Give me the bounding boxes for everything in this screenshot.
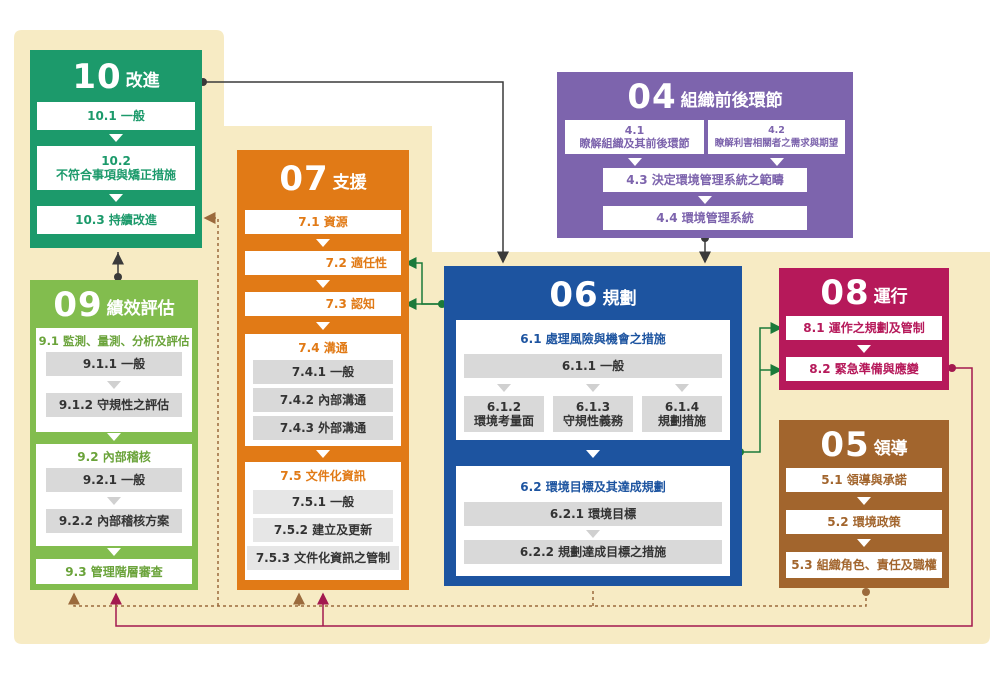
section-05-header: 05 領導 (779, 428, 949, 462)
section-04-number: 04 (627, 77, 677, 117)
item-7-2[interactable]: 7.2 適任性 (245, 251, 401, 275)
item-5-1[interactable]: 5.1 領導與承諾 (786, 468, 942, 492)
arrow-down-icon (857, 497, 871, 505)
section-07-header: 07 支援 (237, 162, 409, 196)
arrow-down-icon (698, 196, 712, 204)
item-7-5-3[interactable]: 7.5.3 文件化資訊之管制 (247, 546, 399, 570)
arrow-down-icon (107, 548, 121, 556)
section-08-title: 運行 (873, 287, 908, 307)
item-8-1[interactable]: 8.1 運作之規劃及管制 (786, 316, 942, 340)
item-7-4-2[interactable]: 7.4.2 內部溝通 (253, 388, 393, 412)
group-7-4: 7.4 溝通 7.4.1 一般 7.4.2 內部溝通 7.4.3 外部溝通 (245, 334, 401, 446)
group-6-2: 6.2 環境目標及其達成規劃 6.2.1 環境目標 6.2.2 規劃達成目標之措… (456, 466, 730, 576)
section-07-support: 07 支援 7.1 資源 7.2 適任性 7.3 認知 7.4 溝通 7.4.1… (237, 150, 409, 590)
item-9-3[interactable]: 9.3 管理階層審查 (36, 559, 192, 584)
item-10-3[interactable]: 10.3 持續改進 (37, 206, 195, 234)
section-10-number: 10 (72, 57, 122, 97)
item-6-1-4[interactable]: 6.1.4 規劃措施 (642, 396, 722, 432)
item-9-2-1[interactable]: 9.2.1 一般 (46, 468, 182, 492)
arrow-down-icon (109, 134, 123, 142)
section-05-leadership: 05 領導 5.1 領導與承諾 5.2 環境政策 5.3 組織角色、責任及職權 (779, 420, 949, 588)
group-9-2: 9.2 內部稽核 9.2.1 一般 9.2.2 內部稽核方案 (36, 444, 192, 546)
group-6-1: 6.1 處理風險與機會之措施 6.1.1 一般 6.1.2 環境考量面 6.1.… (456, 320, 730, 440)
section-10-title: 改進 (125, 71, 160, 91)
section-05-title: 領導 (873, 439, 908, 459)
group-9-1: 9.1 監測、量測、分析及評估 9.1.1 一般 9.1.2 守規性之評估 (36, 328, 192, 432)
section-06-number: 06 (549, 275, 599, 315)
section-10-header: 10 改進 (30, 60, 202, 94)
arrow-down-icon (628, 158, 642, 166)
arrow-down-icon (857, 539, 871, 547)
arrow-down-icon (497, 384, 511, 392)
group-7-4-title: 7.4 溝通 (298, 341, 348, 355)
item-6-1-3[interactable]: 6.1.3 守規性義務 (553, 396, 633, 432)
item-7-4-1[interactable]: 7.4.1 一般 (253, 360, 393, 384)
group-6-1-title: 6.1 處理風險與機會之措施 (520, 332, 666, 346)
item-6-2-1[interactable]: 6.2.1 環境目標 (464, 502, 722, 526)
section-09-title: 績效評估 (106, 299, 175, 319)
item-9-1-1[interactable]: 9.1.1 一般 (46, 352, 182, 376)
section-09-number: 09 (53, 285, 103, 325)
section-04-title: 組織前後環節 (680, 91, 783, 111)
arrow-down-icon (316, 239, 330, 247)
item-10-2[interactable]: 10.2 不符合事項與矯正措施 (37, 146, 195, 190)
section-06-header: 06 規劃 (444, 278, 742, 312)
arrow-down-icon (316, 322, 330, 330)
section-04-context: 04 組織前後環節 4.1 瞭解組織及其前後環節 4.2 瞭解利害相關者之需求與… (557, 72, 853, 238)
arrow-down-icon (586, 450, 600, 458)
item-9-2-2[interactable]: 9.2.2 內部稽核方案 (46, 509, 182, 533)
item-8-2[interactable]: 8.2 緊急準備與應變 (786, 357, 942, 381)
item-4-2[interactable]: 4.2 瞭解利害相關者之需求與期望 (708, 120, 845, 154)
group-9-1-title: 9.1 監測、量測、分析及評估 (38, 334, 190, 348)
item-4-4[interactable]: 4.4 環境管理系統 (603, 206, 807, 230)
item-9-1-2[interactable]: 9.1.2 守規性之評估 (46, 393, 182, 417)
section-07-title: 支援 (332, 173, 367, 193)
arrow-down-icon (109, 194, 123, 202)
section-08-operation: 08 運行 8.1 運作之規劃及管制 8.2 緊急準備與應變 (779, 268, 949, 390)
section-05-number: 05 (820, 425, 870, 465)
arrow-down-icon (107, 497, 121, 505)
arrow-down-icon (675, 384, 689, 392)
section-10-improvement: 10 改進 10.1 一般 10.2 不符合事項與矯正措施 10.3 持續改進 (30, 50, 202, 248)
section-06-title: 規劃 (602, 289, 637, 309)
section-08-header: 08 運行 (779, 276, 949, 310)
arrow-down-icon (107, 433, 121, 441)
item-6-1-2[interactable]: 6.1.2 環境考量面 (464, 396, 544, 432)
group-7-5-title: 7.5 文件化資訊 (280, 469, 366, 483)
item-7-5-2[interactable]: 7.5.2 建立及更新 (253, 518, 393, 542)
arrow-down-icon (586, 384, 600, 392)
section-06-planning: 06 規劃 6.1 處理風險與機會之措施 6.1.1 一般 6.1.2 環境考量… (444, 266, 742, 586)
item-5-3[interactable]: 5.3 組織角色、責任及職權 (786, 552, 942, 578)
arrow-down-icon (770, 158, 784, 166)
item-7-5-1[interactable]: 7.5.1 一般 (253, 490, 393, 514)
item-10-1[interactable]: 10.1 一般 (37, 102, 195, 130)
arrow-down-icon (316, 450, 330, 458)
section-07-number: 07 (279, 159, 329, 199)
item-7-1[interactable]: 7.1 資源 (245, 210, 401, 234)
section-08-number: 08 (820, 273, 870, 313)
item-7-4-3[interactable]: 7.4.3 外部溝通 (253, 416, 393, 440)
arrow-down-icon (107, 381, 121, 389)
group-6-2-title: 6.2 環境目標及其達成規劃 (520, 480, 666, 494)
item-5-2[interactable]: 5.2 環境政策 (786, 510, 942, 534)
item-4-3[interactable]: 4.3 決定環境管理系統之範疇 (603, 168, 807, 192)
arrow-down-icon (857, 345, 871, 353)
group-7-5: 7.5 文件化資訊 7.5.1 一般 7.5.2 建立及更新 7.5.3 文件化… (245, 462, 401, 580)
arrow-down-icon (316, 280, 330, 288)
group-9-2-title: 9.2 內部稽核 (77, 450, 151, 464)
item-6-2-2[interactable]: 6.2.2 規劃達成目標之措施 (464, 540, 722, 564)
item-6-1-1[interactable]: 6.1.1 一般 (464, 354, 722, 378)
section-09-performance: 09 績效評估 9.1 監測、量測、分析及評估 9.1.1 一般 9.1.2 守… (30, 280, 198, 590)
section-09-header: 09 績效評估 (30, 288, 198, 322)
arrow-down-icon (586, 530, 600, 538)
section-04-header: 04 組織前後環節 (557, 80, 853, 114)
item-4-1[interactable]: 4.1 瞭解組織及其前後環節 (565, 120, 704, 154)
item-7-3[interactable]: 7.3 認知 (245, 292, 401, 316)
